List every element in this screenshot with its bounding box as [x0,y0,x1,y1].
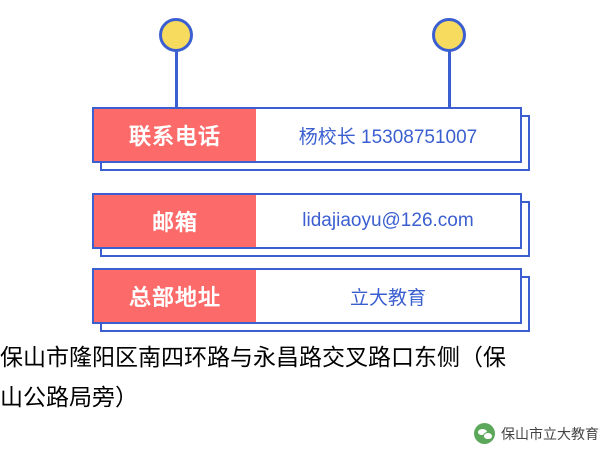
pin-stem-icon [175,48,178,136]
info-row-phone: 联系电话 杨校长 15308751007 [92,107,530,171]
info-row-label: 总部地址 [94,270,256,322]
contact-info-diagram: 联系电话 杨校长 15308751007 邮箱 lidajiaoyu@126.c… [92,18,530,332]
info-row-label: 邮箱 [94,195,256,247]
info-row-value: 杨校长 15308751007 [298,126,478,148]
address-overflow-text: 保山市隆阳区南四环路与永昌路交叉路口东侧（保 山公路局旁） [0,344,506,410]
info-row-label: 联系电话 [94,109,256,161]
info-row-value: 立大教育 [349,287,426,309]
info-row-address: 总部地址 立大教育 [92,268,530,332]
wechat-icon [474,423,495,444]
wechat-account-name: 保山市立大教育 [501,425,599,442]
info-row-email: 邮箱 lidajiaoyu@126.com [92,193,530,257]
pin-head-icon [159,18,193,52]
wechat-account-footer: 保山市立大教育 [474,423,599,444]
pin-head-icon [432,18,466,52]
pin-stem-icon [448,48,451,136]
info-row-value: lidajiaoyu@126.com [302,210,474,231]
